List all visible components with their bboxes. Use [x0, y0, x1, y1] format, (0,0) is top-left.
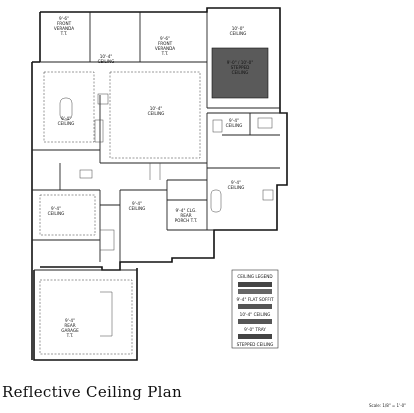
room-label-bedroom-ceiling-left: 9'-4"CEILING: [48, 206, 65, 216]
legend-item-4: STEPPED CEILING: [237, 342, 274, 347]
soffit-lines: [39, 71, 201, 355]
room-label-line: REAR: [180, 213, 191, 218]
room-label-line: 9'-6": [59, 16, 69, 21]
room-label-line: FRONT: [57, 21, 72, 26]
room-label-line: CEILING: [228, 185, 245, 190]
stepped-ceiling-fill: [211, 47, 269, 99]
scale-note: Scale: 1/8" = 1'-0": [369, 403, 407, 408]
room-label-line: T.T.: [66, 333, 74, 338]
room-label-line: 10'-4": [150, 106, 163, 111]
room-label-kitchen-ceiling: 9'-4"CEILING: [58, 116, 75, 126]
room-label-line: CEILING: [98, 59, 115, 64]
legend-item-1: 9'-4" FLAT SOFFIT: [236, 297, 274, 302]
room-label-line: CEILING: [230, 31, 247, 36]
room-label-line: 9'-6": [160, 36, 170, 41]
legend-item-3: 9'-0" TRAY: [244, 327, 266, 332]
room-label-line: T.T.: [60, 31, 68, 36]
room-label-line: CEILING: [232, 70, 249, 75]
legend-box: CEILING LEGEND 9'-4" FLAT SOFFIT 10'-4" …: [231, 269, 279, 349]
room-label-hall-ceiling: 9'-4"CEILING: [129, 201, 146, 211]
room-label-great-room-ceiling: 10'-4"CEILING: [148, 106, 165, 116]
legend-item-2: 10'-4" CEILING: [240, 312, 271, 317]
room-label-line: 9'-4": [231, 180, 241, 185]
room-label-line: 9'-4": [51, 206, 61, 211]
room-label-line: CEILING: [129, 206, 146, 211]
room-label-line: CEILING: [58, 121, 75, 126]
room-label-line: 10'-4": [100, 54, 113, 59]
room-label-line: VERANDA: [54, 26, 74, 31]
room-label-line: FRONT: [158, 41, 173, 46]
room-label-line: CEILING: [148, 111, 165, 116]
room-label-line: STEPPED: [231, 65, 250, 70]
room-label-master-ceiling-top: 10'-0"CEILING: [230, 26, 247, 36]
room-label-bath-ceiling: 9'-4"CEILING: [226, 118, 243, 128]
fixtures: [59, 93, 274, 337]
plan-title: Reflective Ceiling Plan: [2, 383, 182, 401]
room-label-line: VERANDA: [155, 46, 175, 51]
legend-title: CEILING LEGEND: [237, 274, 272, 279]
room-label-master-bath-ceiling: 9'-4"CEILING: [228, 180, 245, 190]
room-label-line: T.T.: [161, 51, 169, 56]
room-label-line: PORCH T.T.: [175, 218, 198, 223]
room-label-line: 9'-4": [65, 318, 75, 323]
room-label-line: 9'-0" / 10'-0": [227, 60, 254, 65]
room-label-dining-ceiling: 10'-4"CEILING: [98, 54, 115, 64]
room-label-line: 9'-4" CLG.: [175, 208, 196, 213]
room-label-line: 10'-0": [232, 26, 245, 31]
room-label-line: CEILING: [48, 211, 65, 216]
room-label-line: 9'-4": [132, 201, 142, 206]
interior-walls: [32, 12, 287, 271]
room-label-line: REAR: [64, 323, 75, 328]
room-label-line: GARAGE: [61, 328, 79, 333]
room-label-line: CEILING: [226, 123, 243, 128]
room-label-line: 9'-4": [229, 118, 239, 123]
room-label-line: 9'-4": [61, 116, 71, 121]
